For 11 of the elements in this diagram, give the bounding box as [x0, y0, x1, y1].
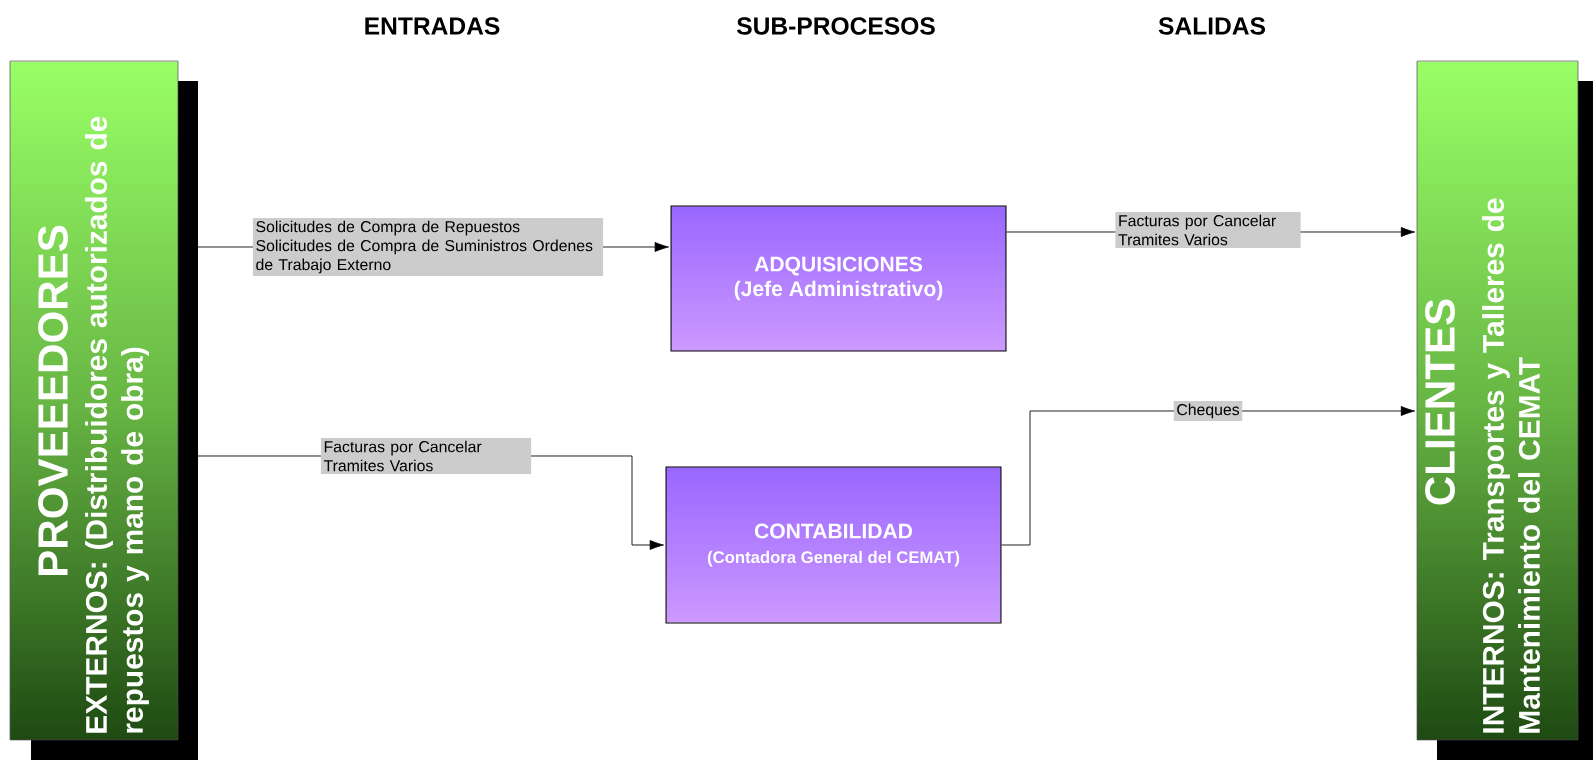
- edge-label: Solicitudes de Compra de Repuestos Solicitudes de Compra de Suministros Ordenes de Trabajo Externo: [252, 218, 604, 276]
- edge-label: Facturas por Cancelar Tramites Varios: [1115, 212, 1301, 248]
- process-box: CONTABILIDAD (Contadora General del CEMAT): [665, 466, 1002, 624]
- column-heading: SALIDAS: [1158, 17, 1266, 35]
- edge-label: Facturas por Cancelar Tramites Varios: [320, 438, 532, 474]
- edge-label: Cheques: [1173, 401, 1243, 421]
- process-box: ADQUISICIONES (Jefe Administrativo): [670, 205, 1007, 352]
- entity-box: CLIENTES INTERNOS: Transportes y Talleres de Mantenimiento del CEMAT: [1416, 60, 1593, 760]
- column-heading: ENTRADAS: [365, 17, 500, 35]
- entity-box: PROVEEEDORES EXTERNOS: (Distribuidores autorizados de repuestos y mano de obra): [9, 60, 198, 760]
- column-heading: SUB-PROCESOS: [736, 17, 935, 35]
